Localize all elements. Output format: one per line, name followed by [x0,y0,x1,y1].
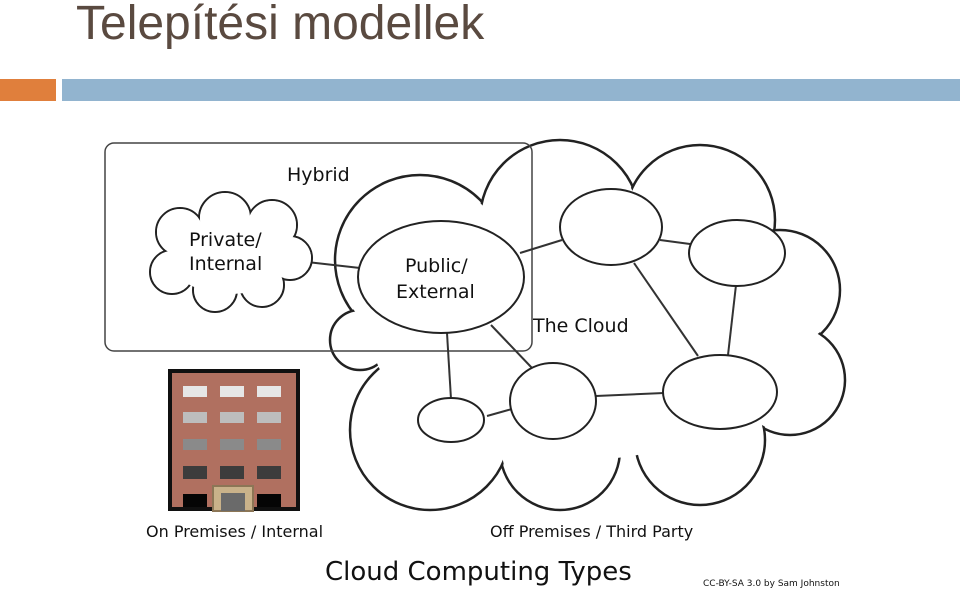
public-label-line2: External [396,281,475,303]
public-label-line1: Public/ [405,255,468,277]
office-building-icon [168,369,300,512]
slide-title: Telepítési modellek [76,0,485,50]
building-windows [183,386,281,507]
cloud-node-bottom-center [509,362,597,440]
connection-lines [306,239,737,417]
public-external-node [357,220,525,334]
on-premises-caption: On Premises / Internal [146,522,323,541]
cloud-node-bottom-right [662,354,778,430]
cloud-node-top [559,188,663,266]
private-label-line1: Private/ [189,229,262,251]
cloud-node-right [688,219,786,287]
accent-bar-orange [0,79,56,101]
credit-text: CC-BY-SA 3.0 by Sam Johnston [703,579,840,589]
diagram-caption: Cloud Computing Types [325,557,632,587]
off-premises-caption: Off Premises / Third Party [490,522,693,541]
hybrid-label: Hybrid [287,164,350,186]
accent-bar-blue [62,79,960,101]
cloud-node-bottom-left [417,397,485,443]
hybrid-box [104,142,533,352]
private-cloud-shape [149,191,313,313]
the-cloud-label: The Cloud [532,315,629,337]
private-label-line2: Internal [189,253,262,275]
